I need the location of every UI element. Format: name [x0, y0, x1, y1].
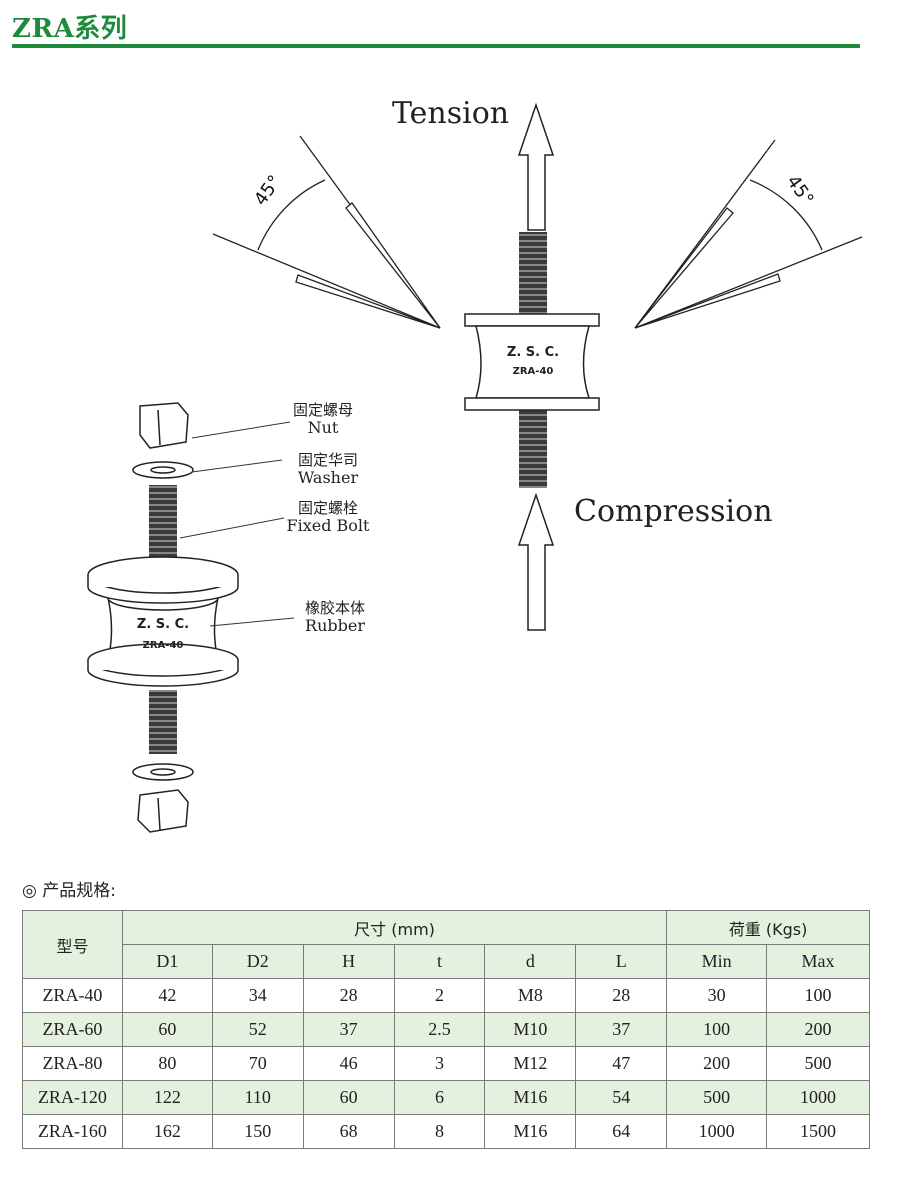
value-cell: 42: [121, 978, 213, 1013]
value-cell: 30: [666, 978, 768, 1013]
col-header: Max: [766, 944, 870, 979]
value-cell: 110: [211, 1080, 304, 1115]
exploded-brand-text: Z. S. C.: [136, 617, 190, 632]
value-cell: 28: [302, 978, 395, 1013]
load-header: 荷重 (Kgs): [666, 910, 870, 945]
callout-bolt-en: Fixed Bolt: [286, 516, 370, 536]
value-cell: 1000: [666, 1114, 768, 1149]
value-cell: 1500: [766, 1114, 870, 1149]
exploded-model-text: ZRA-40: [142, 640, 184, 651]
center-brand-text: Z. S. C.: [506, 345, 560, 360]
value-cell: 1000: [766, 1080, 870, 1115]
compression-arrow: [517, 492, 555, 631]
callout-bolt: 固定螺栓 Fixed Bolt: [278, 499, 378, 536]
callout-washer-en: Washer: [297, 468, 359, 488]
value-cell: 150: [211, 1114, 304, 1149]
value-cell: 500: [766, 1046, 870, 1081]
value-cell: 28: [575, 978, 668, 1013]
value-cell: M8: [484, 978, 577, 1013]
size-header: 尺寸 (mm): [121, 910, 668, 945]
callout-rubber-cn: 橡胶本体: [304, 599, 365, 617]
callout-rubber: 橡胶本体 Rubber: [290, 599, 380, 636]
col-header: L: [575, 944, 668, 979]
value-cell: 6: [393, 1080, 486, 1115]
callout-nut-en: Nut: [307, 418, 339, 438]
tension-arrow: [517, 102, 555, 231]
model-cell: ZRA-160: [22, 1114, 123, 1149]
value-cell: 37: [575, 1012, 668, 1047]
callout-lines: [179, 421, 295, 627]
value-cell: M16: [484, 1080, 577, 1115]
center-model-text: ZRA-40: [512, 366, 554, 377]
callout-nut: 固定螺母 Nut: [278, 401, 368, 438]
value-cell: 54: [575, 1080, 668, 1115]
tension-label: Tension: [392, 96, 510, 131]
value-cell: M16: [484, 1114, 577, 1149]
model-cell: ZRA-60: [22, 1012, 123, 1047]
model-cell: ZRA-120: [22, 1080, 123, 1115]
value-cell: 80: [121, 1046, 213, 1081]
value-cell: 8: [393, 1114, 486, 1149]
value-cell: 100: [766, 978, 870, 1013]
value-cell: M10: [484, 1012, 577, 1047]
callout-washer: 固定华司 Washer: [278, 451, 378, 488]
mount-center: [464, 232, 600, 488]
right-angle-arrows: [634, 139, 863, 329]
value-cell: 200: [666, 1046, 768, 1081]
value-cell: 70: [211, 1046, 304, 1081]
col-header: D2: [211, 944, 304, 979]
value-cell: 3: [393, 1046, 486, 1081]
value-cell: 64: [575, 1114, 668, 1149]
spec-heading: ◎ 产品规格:: [22, 881, 116, 901]
value-cell: 2: [393, 978, 486, 1013]
spec-table: 型号 尺寸 (mm) 荷重 (Kgs) D1 D2 H t d L Min Ma…: [22, 910, 870, 1149]
value-cell: 60: [302, 1080, 395, 1115]
value-cell: 2.5: [393, 1012, 486, 1047]
value-cell: 52: [211, 1012, 304, 1047]
value-cell: 34: [211, 978, 304, 1013]
col-header: t: [393, 944, 486, 979]
value-cell: 47: [575, 1046, 668, 1081]
value-cell: 37: [302, 1012, 395, 1047]
value-cell: 46: [302, 1046, 395, 1081]
col-header: d: [484, 944, 577, 979]
page-title: ZRA系列: [12, 14, 128, 44]
model-header: 型号: [22, 910, 123, 979]
col-header: D1: [121, 944, 213, 979]
value-cell: 122: [121, 1080, 213, 1115]
value-cell: M12: [484, 1046, 577, 1081]
callout-bolt-cn: 固定螺栓: [297, 499, 358, 517]
callout-washer-cn: 固定华司: [297, 451, 358, 469]
value-cell: 200: [766, 1012, 870, 1047]
value-cell: 500: [666, 1080, 768, 1115]
mount-exploded: [87, 402, 239, 833]
callout-rubber-en: Rubber: [305, 616, 365, 636]
value-cell: 60: [121, 1012, 213, 1047]
value-cell: 68: [302, 1114, 395, 1149]
mount-diagram: [87, 102, 863, 833]
value-cell: 100: [666, 1012, 768, 1047]
compression-label: Compression: [574, 494, 773, 529]
title-underline: [12, 44, 860, 48]
left-angle-arrows: [212, 135, 441, 329]
col-header: H: [302, 944, 395, 979]
value-cell: 162: [121, 1114, 213, 1149]
callout-nut-cn: 固定螺母: [292, 401, 353, 419]
model-cell: ZRA-40: [22, 978, 123, 1013]
col-header: Min: [666, 944, 768, 979]
model-cell: ZRA-80: [22, 1046, 123, 1081]
